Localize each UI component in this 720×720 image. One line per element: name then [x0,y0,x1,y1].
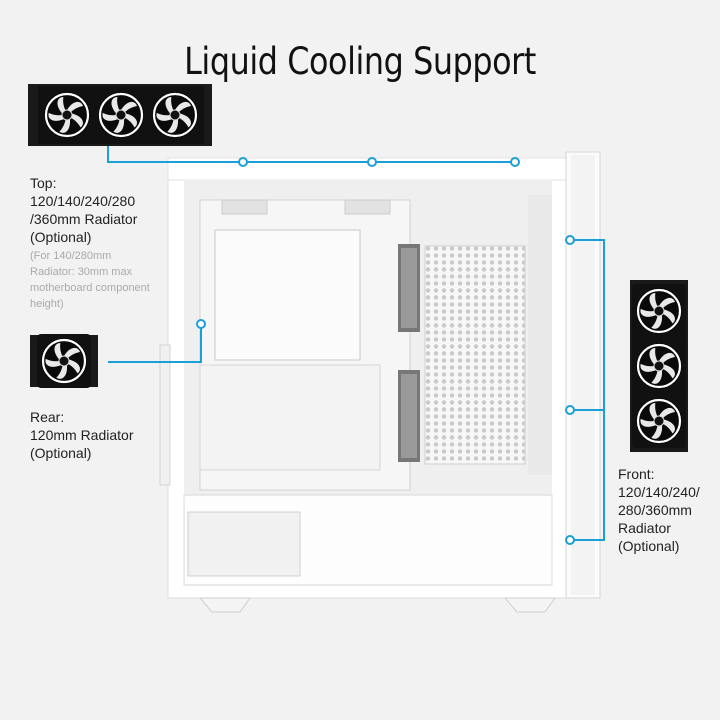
fan-icon [38,86,96,144]
top-sizes-2: /360mm Radiator [30,211,138,227]
fan-icon [630,392,688,450]
front-sizes: 120/140/240/ [618,484,700,500]
callout-dots [196,157,575,545]
rear-radiator-icon [30,332,98,390]
front-radiator-icon [630,280,688,452]
top-note: (For 140/280mm Radiator: 30mm max mother… [30,248,150,312]
fan-icon [630,282,688,340]
top-optional: (Optional) [30,229,92,245]
rear-sizes: 120mm Radiator [30,427,134,443]
front-optional: (Optional) [618,538,680,554]
top-note-4: height) [30,298,64,310]
front-line-3: Radiator [618,520,671,536]
fan-icon [146,86,204,144]
front-label: Front: 120/140/240/ 280/360mm Radiator (… [618,465,700,555]
fan-icon [35,332,93,390]
fan-icon [92,86,150,144]
rear-optional: (Optional) [30,445,92,461]
top-radiator-icon [28,84,212,146]
top-heading: Top: [30,175,57,191]
fan-icon [630,337,688,395]
callout-lines [107,143,605,541]
top-label: Top: 120/140/240/280 /360mm Radiator (Op… [30,174,137,246]
top-note-3: motherboard component [30,282,150,294]
page-title: Liquid Cooling Support [184,40,536,83]
front-sizes-2: 280/360mm [618,502,692,518]
front-heading: Front: [618,466,655,482]
rear-heading: Rear: [30,409,65,425]
rear-label: Rear: 120mm Radiator (Optional) [30,408,134,462]
top-note-2: Radiator: 30mm max [30,266,133,278]
top-note-1: (For 140/280mm [30,250,112,262]
pc-case [159,151,601,613]
top-sizes: 120/140/240/280 [30,193,136,209]
